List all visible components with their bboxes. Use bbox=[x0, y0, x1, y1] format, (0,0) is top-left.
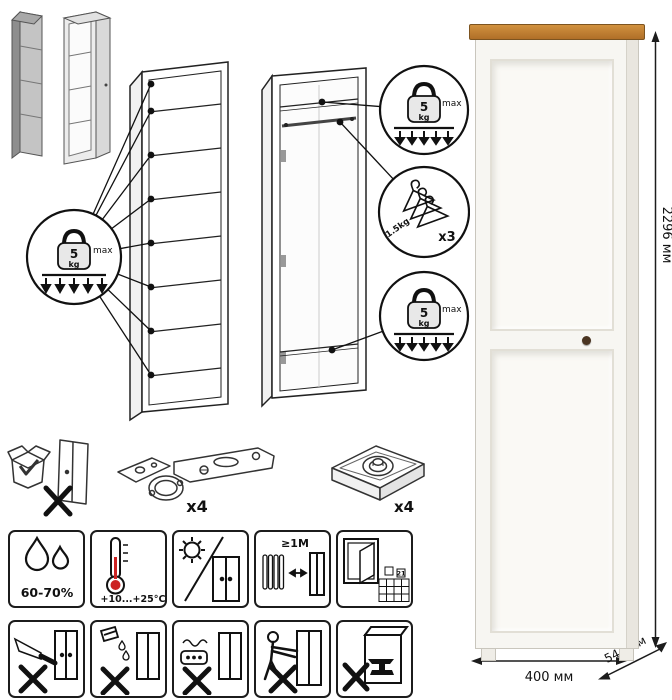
no-sharp-objects-box bbox=[8, 620, 85, 698]
no-abrasive-cleaning-box bbox=[172, 620, 249, 698]
weight-unit: kg bbox=[418, 113, 429, 122]
kettlebell-icon bbox=[62, 228, 86, 246]
wardrobe-body bbox=[475, 39, 639, 649]
hanger-count-label: x3 bbox=[438, 230, 455, 245]
unpacking-caution-icon bbox=[7, 439, 89, 517]
knife-warning-icon bbox=[13, 630, 78, 694]
weight-max-label: max bbox=[442, 305, 462, 315]
hinge-hardware-icon: x4 bbox=[117, 447, 275, 516]
load-arrows-icon bbox=[394, 337, 454, 352]
no-liquids-box bbox=[90, 620, 167, 698]
weight-unit: kg bbox=[418, 319, 429, 328]
load-arrows-icon bbox=[40, 278, 108, 295]
window-ventilation-icon: 21 bbox=[342, 538, 409, 602]
cross-mark bbox=[182, 666, 211, 695]
cross-mark bbox=[100, 666, 129, 695]
wardrobe-side-panel bbox=[626, 40, 638, 648]
door-panel-top bbox=[490, 59, 614, 331]
shelf-load-badge: 5 kg max bbox=[25, 208, 123, 306]
height-dimension-label: 2296 мм bbox=[659, 207, 672, 264]
temperature-requirement-box: +10...+25°C bbox=[90, 530, 167, 608]
kettlebell-icon bbox=[412, 287, 436, 305]
cross-mark bbox=[43, 485, 73, 517]
heavy-load-warning-icon bbox=[342, 626, 409, 692]
depth-dimension-line bbox=[605, 648, 661, 677]
push-warning-icon bbox=[263, 630, 322, 694]
thumbnail-cabinet-closed-icon bbox=[10, 10, 44, 159]
radiator-distance-icon: ≥1M bbox=[261, 537, 325, 596]
load-arrows-icon bbox=[394, 131, 454, 146]
fitting-hardware-icon: x4 bbox=[331, 445, 425, 516]
hanging-leader-dots bbox=[318, 98, 344, 354]
hangers-icon bbox=[402, 179, 450, 229]
top-shelf-load-badge: 5 kg max bbox=[378, 64, 470, 156]
cross-mark bbox=[268, 664, 297, 694]
weight-value: 5 bbox=[420, 306, 428, 320]
hanging-rod bbox=[281, 116, 357, 128]
humidity-requirement-box: 60-70% bbox=[8, 530, 85, 608]
cross-mark bbox=[18, 664, 47, 694]
shelf-cabinet-drawing bbox=[129, 61, 229, 422]
kettlebell-icon bbox=[412, 81, 436, 99]
anvil-icon bbox=[367, 659, 394, 675]
wardrobe-foot-right bbox=[619, 648, 634, 661]
weight-value: 5 bbox=[420, 100, 428, 114]
hinge-count-label: x4 bbox=[186, 497, 207, 516]
heat-distance-box: ≥1M bbox=[254, 530, 331, 608]
weight-value: 5 bbox=[70, 247, 78, 261]
hanging-cabinet-drawing bbox=[261, 67, 367, 408]
wardrobe-wood-top bbox=[469, 24, 645, 40]
door-knob bbox=[582, 336, 591, 345]
bottom-shelf-load-badge: 5 kg max bbox=[378, 270, 470, 362]
no-heavy-load-box bbox=[336, 620, 413, 698]
cross-mark bbox=[342, 662, 369, 692]
sunlight-warning-box bbox=[172, 530, 249, 608]
humidity-icon: 60-70% bbox=[20, 535, 73, 600]
weight-unit: kg bbox=[68, 260, 79, 269]
assembly-diagram: 5 kg max bbox=[10, 10, 470, 422]
thermometer-icon: +10...+25°C bbox=[100, 537, 165, 605]
weight-max-label: max bbox=[442, 99, 462, 109]
door-panel-bottom bbox=[490, 349, 614, 633]
fitting-count-label: x4 bbox=[394, 498, 414, 516]
temperature-range: +10...+25°C bbox=[100, 594, 164, 605]
heat-distance-value: ≥1M bbox=[281, 537, 309, 550]
weight-max-label: max bbox=[93, 246, 113, 256]
ventilation-box: 21 bbox=[336, 530, 413, 608]
humidity-value: 60-70% bbox=[20, 585, 73, 600]
no-pushing-box bbox=[254, 620, 331, 698]
thumbnail-cabinet-open-icon bbox=[62, 11, 112, 165]
abrasive-warning-icon bbox=[179, 632, 242, 695]
hanger-load-badge: 1.5kg x3 bbox=[377, 165, 470, 259]
tile-number: 21 bbox=[396, 570, 406, 578]
spill-warning-icon bbox=[99, 625, 160, 695]
shelf-leader-dots bbox=[147, 80, 155, 379]
wardrobe-foot-left bbox=[481, 648, 496, 661]
sunlight-icon bbox=[178, 536, 240, 602]
width-dimension-label: 400 мм bbox=[525, 670, 574, 685]
